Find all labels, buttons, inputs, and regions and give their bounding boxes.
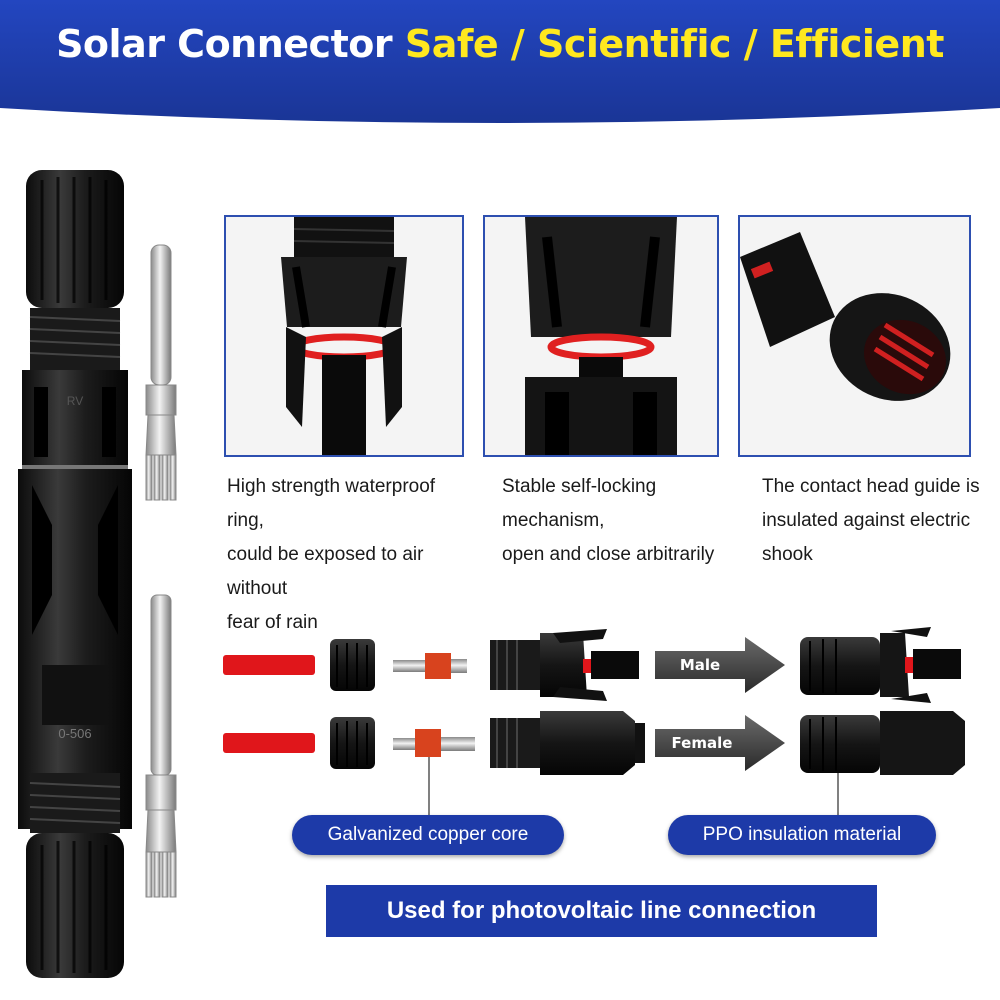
male-arrow: Male [655,637,785,693]
usage-banner: Used for photovoltaic line connection [326,885,877,937]
page-title: Solar Connector Safe / Scientific / Effi… [0,22,1000,66]
red-cable [223,733,315,753]
feature-panel-waterproof [224,215,464,457]
waterproof-ring-image [281,217,407,455]
desc-line: shook [762,544,813,565]
desc-line: Stable self-locking mechanism, [502,476,657,531]
feature-desc-self-locking: Stable self-locking mechanism, open and … [502,470,742,572]
desc-line: fear of rain [227,612,318,633]
feature-desc-contact-guide: The contact head guide is insulated agai… [762,470,992,572]
nut-image [330,717,375,769]
desc-line: The contact head guide is [762,476,980,497]
insulation-callout: PPO insulation material [668,815,936,855]
title-highlight: Safe / Scientific / Efficient [404,22,945,66]
title-plain: Solar Connector [56,22,393,66]
contact-head-image [740,232,951,401]
female-pin-image [145,594,177,898]
assembly-diagram: Male Female [223,627,965,820]
male-assembled [800,627,961,703]
marking-top: RV [67,394,83,408]
feature-panel-self-locking [483,215,719,457]
marking-bottom: 0-506 [58,726,91,741]
assembled-connector-image: RV 0-506 [18,170,132,978]
desc-line: insulated against electric [762,510,971,531]
desc-line: High strength waterproof ring, [227,476,436,531]
self-locking-image [525,217,677,455]
copper-core-callout: Galvanized copper core [292,815,564,855]
female-label: Female [672,734,733,752]
feature-panel-contact-guide [738,215,971,457]
desc-line: could be exposed to air without [227,544,424,599]
header-banner [0,0,1000,123]
male-pin-small [393,653,467,679]
nut-image [330,639,375,691]
female-arrow: Female [655,715,785,771]
male-pin-image [145,244,177,501]
female-assembled [800,711,965,775]
female-pin-small [393,729,475,757]
male-label: Male [680,656,720,674]
feature-desc-waterproof: High strength waterproof ring, could be … [227,470,477,640]
male-connector-parts [490,629,639,701]
female-connector-parts [490,711,645,775]
desc-line: open and close arbitrarily [502,544,715,565]
red-cable [223,655,315,675]
